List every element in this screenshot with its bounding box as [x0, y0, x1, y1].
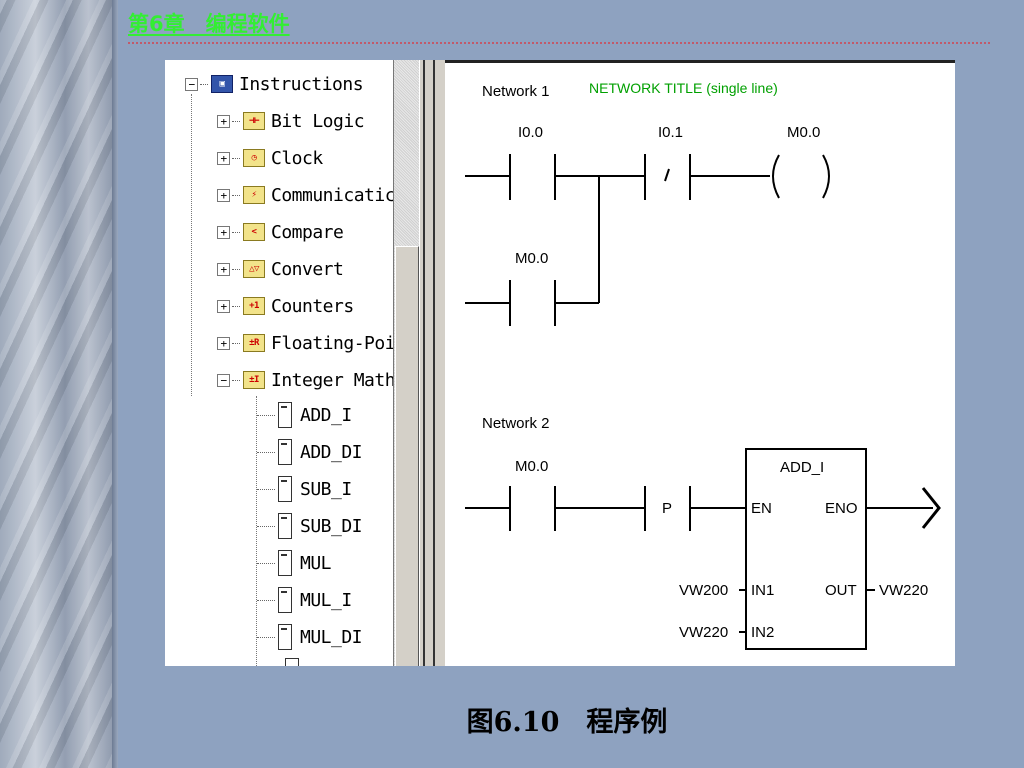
ladder-editor[interactable]: Network 1 NETWORK TITLE (single line) I0…: [445, 60, 955, 666]
tree-item-clock[interactable]: + ◷ Clock: [217, 144, 323, 172]
expand-icon[interactable]: +: [217, 336, 230, 350]
tree-item-label: SUB_DI: [300, 515, 363, 537]
compare-folder-icon: <: [243, 223, 265, 241]
coil-m0-0-label: M0.0: [787, 124, 820, 141]
tree-item-label: Communicatic: [271, 184, 393, 206]
positive-edge-label: P: [662, 500, 672, 517]
chapter-title[interactable]: 第6章 编程软件: [128, 12, 290, 36]
tree-item-label: Integer Math: [271, 369, 393, 391]
tree-item-label: SUB_I: [300, 478, 352, 500]
figure-caption: 图6.10 程序例: [466, 707, 668, 738]
convert-folder-icon: △▽: [243, 260, 265, 278]
pane-splitter[interactable]: [419, 60, 446, 666]
contact-i0-0-label: I0.0: [518, 124, 543, 141]
bit-logic-folder-icon: ⊣⊢: [243, 112, 265, 130]
tree-item-counters[interactable]: + +1 Counters: [217, 292, 354, 320]
add-i-out-label: OUT: [825, 582, 857, 599]
tree-item-add-di[interactable]: ADD_DI: [257, 438, 363, 466]
expand-icon[interactable]: +: [217, 299, 230, 313]
clock-folder-icon: ◷: [243, 149, 265, 167]
tree-item-instructions[interactable]: − ▣ Instructions: [185, 70, 364, 98]
tree-item-label: MUL_DI: [300, 626, 363, 648]
tree-item-label: Convert: [271, 258, 344, 280]
decorative-marble-strip: [0, 0, 118, 768]
out-operand[interactable]: VW220: [879, 582, 928, 599]
add-i-in2-label: IN2: [751, 624, 774, 641]
instruction-box-icon: [278, 402, 292, 428]
network-1-title[interactable]: NETWORK TITLE (single line): [589, 80, 778, 96]
instruction-box-icon: [278, 550, 292, 576]
tree-scrollbar[interactable]: [393, 60, 420, 666]
tree-item-label: Compare: [271, 221, 344, 243]
collapse-icon[interactable]: −: [217, 373, 230, 387]
tree-guide-line: [191, 94, 192, 396]
instruction-box-icon: [278, 587, 292, 613]
contact-m0-0-label: M0.0: [515, 458, 548, 475]
expand-icon[interactable]: +: [217, 188, 230, 202]
negation-mark: [664, 168, 670, 182]
software-screenshot: − ▣ Instructions + ⊣⊢ Bit Logic + ◷ Cloc…: [165, 60, 955, 666]
instruction-tree: − ▣ Instructions + ⊣⊢ Bit Logic + ◷ Cloc…: [165, 60, 393, 666]
tree-item-label: MUL_I: [300, 589, 352, 611]
tree-item-label: MUL: [300, 552, 332, 574]
tree-item-integer-math[interactable]: − ±I Integer Math: [217, 366, 393, 394]
coil-m0-0[interactable]: [772, 154, 780, 199]
tree-item-mul-di[interactable]: MUL_DI: [257, 623, 363, 651]
tree-item-sub-i[interactable]: SUB_I: [257, 475, 352, 503]
scrollbar-thumb[interactable]: [395, 246, 419, 666]
expand-icon[interactable]: +: [217, 225, 230, 239]
in1-operand[interactable]: VW200: [679, 582, 728, 599]
tree-item-label: ADD_I: [300, 404, 352, 426]
add-i-en-label: EN: [751, 500, 772, 517]
title-divider: [128, 42, 990, 44]
instructions-folder-icon: ▣: [211, 75, 233, 93]
tree-item-mul-i[interactable]: MUL_I: [257, 586, 352, 614]
tree-item-bit-logic[interactable]: + ⊣⊢ Bit Logic: [217, 107, 365, 135]
communication-folder-icon: ⚡: [243, 186, 265, 204]
instruction-box-icon: [278, 476, 292, 502]
counters-folder-icon: +1: [243, 297, 265, 315]
in2-operand[interactable]: VW220: [679, 624, 728, 641]
network-2-label: Network 2: [482, 415, 550, 432]
tree-item-compare[interactable]: + < Compare: [217, 218, 344, 246]
tree-item-label: Counters: [271, 295, 354, 317]
tree-item-add-i[interactable]: ADD_I: [257, 401, 352, 429]
instruction-box-icon: [285, 658, 299, 666]
tree-item-label: Instructions: [239, 73, 364, 95]
parallel-contact-m0-0-label: M0.0: [515, 250, 548, 267]
instruction-box-icon: [278, 439, 292, 465]
instruction-box-icon: [278, 624, 292, 650]
add-i-box-title: ADD_I: [780, 459, 824, 476]
expand-icon[interactable]: +: [217, 114, 230, 128]
tree-guide-line: [256, 396, 257, 666]
output-arrow-icon: [921, 487, 941, 529]
add-i-box[interactable]: [745, 448, 867, 650]
add-i-in1-label: IN1: [751, 582, 774, 599]
integer-math-folder-icon: ±I: [243, 371, 265, 389]
contact-i0-1-label: I0.1: [658, 124, 683, 141]
expand-icon[interactable]: +: [217, 262, 230, 276]
network-1-label: Network 1: [482, 83, 550, 100]
tree-item-communication[interactable]: + ⚡ Communicatic: [217, 181, 393, 209]
collapse-icon[interactable]: −: [185, 77, 198, 91]
tree-item-label: Clock: [271, 147, 323, 169]
tree-item-label: Floating-Poi: [271, 332, 393, 354]
tree-item-convert[interactable]: + △▽ Convert: [217, 255, 344, 283]
tree-item-sub-di[interactable]: SUB_DI: [257, 512, 363, 540]
tree-item-floating-point[interactable]: + ±R Floating-Poi: [217, 329, 393, 357]
expand-icon[interactable]: +: [217, 151, 230, 165]
add-i-eno-label: ENO: [825, 500, 858, 517]
tree-item-mul[interactable]: MUL: [257, 549, 332, 577]
tree-item-label: ADD_DI: [300, 441, 363, 463]
ladder-diagram: Network 1 NETWORK TITLE (single line) I0…: [465, 80, 941, 650]
instruction-box-icon: [278, 513, 292, 539]
tree-item-label: Bit Logic: [271, 110, 365, 132]
floating-point-folder-icon: ±R: [243, 334, 265, 352]
coil-m0-0[interactable]: [822, 154, 830, 199]
